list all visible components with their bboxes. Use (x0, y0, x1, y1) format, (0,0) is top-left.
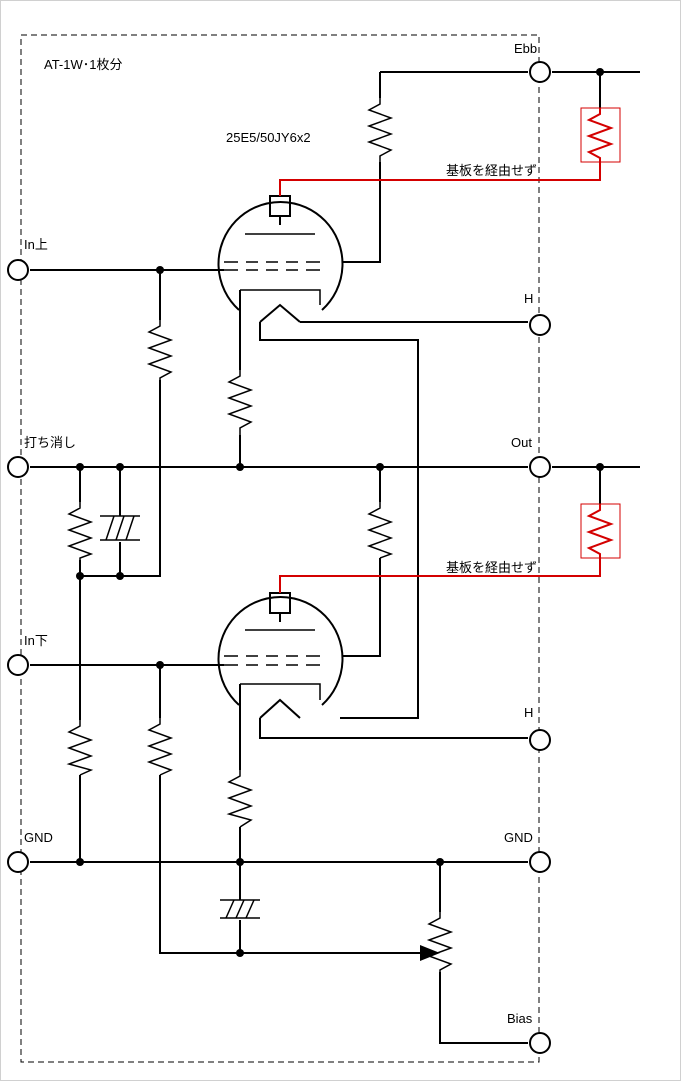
capacitors (100, 515, 260, 919)
divider-resistor-lower (66, 720, 94, 776)
screen-resistor-lower (586, 504, 614, 558)
upper-cathode-electrode (240, 289, 321, 305)
cancel-cap-hatch (105, 515, 135, 541)
potentiometer-wiper-arrow (420, 945, 440, 961)
terminal-h-lower (529, 729, 551, 751)
resistors (66, 98, 454, 972)
terminal-out (529, 456, 551, 478)
ebb-resistor-box-upper (580, 107, 621, 163)
cathode-cap-hatch (225, 899, 255, 919)
label-in-lower: In下 (24, 633, 48, 648)
ebb-resistor-box-lower (580, 503, 621, 559)
label-in-upper: In上 (24, 237, 48, 252)
terminal-gnd-right (529, 851, 551, 873)
wiring (30, 71, 640, 1044)
red-wire-upper (279, 162, 601, 196)
lower-tube-envelope (217, 595, 344, 706)
junction-dots (76, 68, 604, 957)
red-wire-lower (279, 558, 601, 593)
label-cancel: 打ち消し (24, 435, 77, 450)
label-bias: Bias (507, 1011, 533, 1026)
board-boundary (20, 34, 540, 1063)
terminals (7, 61, 551, 1054)
bias-pot-wire (439, 862, 528, 1044)
bias-potentiometer (426, 912, 454, 972)
terminal-h-upper (529, 314, 551, 336)
terminal-in-upper (7, 259, 29, 281)
label-out: Out (511, 435, 532, 450)
lower-heater-filament (259, 698, 301, 719)
heater-series-wire (259, 322, 419, 719)
terminal-gnd-left (7, 851, 29, 873)
off-board-wiring (279, 107, 621, 593)
plate-resistor-lower (366, 502, 394, 559)
label-h-upper: H (524, 291, 534, 306)
cancel-resistor (66, 502, 94, 560)
terminal-bias (529, 1032, 551, 1054)
upper-tube (217, 195, 344, 323)
lower-cathode-electrode (240, 683, 321, 700)
bias-feed-wire (159, 665, 420, 954)
board-title: AT-1W･1枚分 (44, 57, 123, 72)
lower-tube (217, 592, 344, 719)
label-gnd-left: GND (24, 830, 53, 845)
upper-heater-filament (259, 303, 301, 323)
cathode-resistor-lower (226, 770, 254, 828)
terminal-cancel (7, 456, 29, 478)
note-bypass-lower: 基板を経由せず (446, 560, 538, 575)
terminal-in-lower (7, 654, 29, 676)
terminal-ebb (529, 61, 551, 83)
upper-tube-envelope (217, 200, 344, 311)
plate-resistor-upper (366, 98, 394, 162)
upper-grid-leak-wire (80, 270, 161, 577)
grid-resistor-upper (146, 320, 174, 382)
label-ebb: Ebb (514, 41, 538, 56)
upper-plate-wire (343, 72, 381, 263)
lower-plate-wire (343, 467, 381, 657)
label-h-lower: H (524, 705, 534, 720)
note-bypass-upper: 基板を経由せず (446, 163, 538, 178)
h-lower-wire (259, 718, 528, 739)
label-gnd-right: GND (504, 830, 533, 845)
screen-resistor-upper (586, 108, 614, 162)
cathode-resistor-upper (226, 370, 254, 435)
tube-type-label: 25E5/50JY6x2 (226, 130, 311, 145)
bias-resistor (146, 718, 174, 776)
upper-top-cap (269, 195, 291, 217)
